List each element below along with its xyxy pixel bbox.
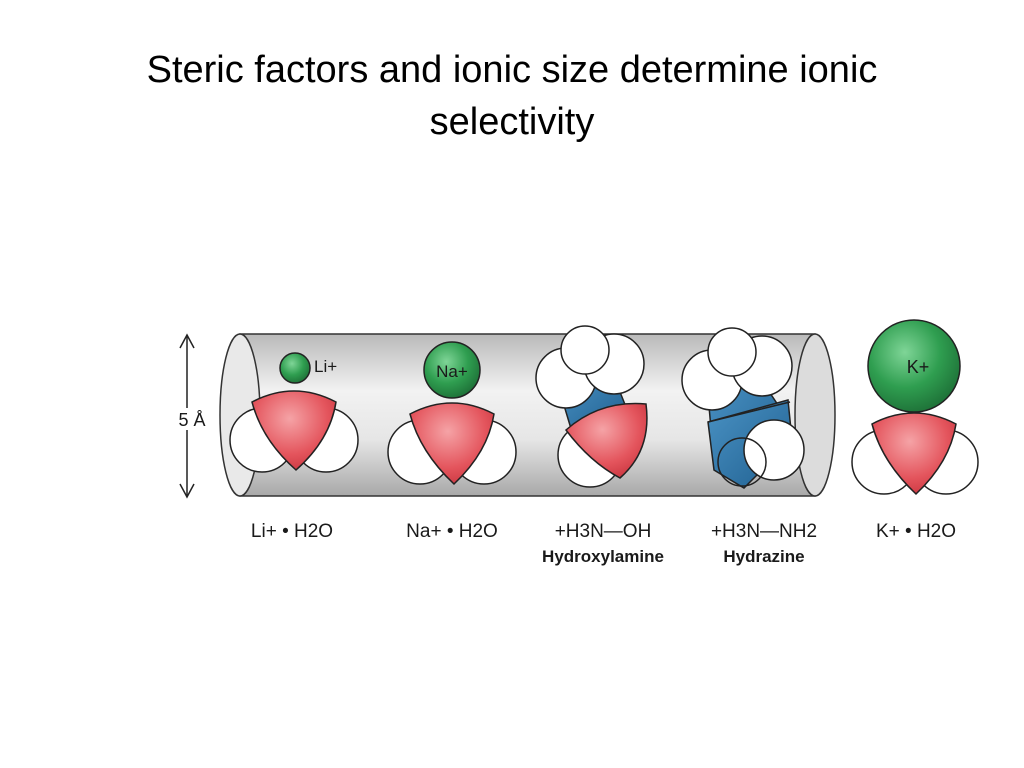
caption-k-water: K+ • H2O — [876, 521, 956, 542]
k-water-molecule — [851, 412, 979, 496]
caption-hydroxylamine-formula: +H3N—OH — [555, 521, 652, 542]
slide-title: Steric factors and ionic size determine … — [146, 49, 878, 143]
hydroxylamine-molecule — [535, 325, 648, 488]
li-ion — [279, 352, 311, 384]
na-water-molecule — [387, 402, 517, 486]
k-ion-label: K+ — [907, 357, 930, 377]
dimension-arrow — [168, 333, 208, 499]
dimension-label: 5 Å — [178, 410, 205, 430]
k-ion — [867, 319, 961, 413]
li-ion-label: Li+ — [314, 357, 337, 376]
caption-li-water: Li+ • H2O — [251, 521, 333, 542]
caption-hydrazine-formula: +H3N—NH2 — [711, 521, 817, 542]
hydrazine-molecule — [681, 327, 805, 489]
li-water-molecule — [229, 390, 359, 473]
caption-hydrazine-name: Hydrazine — [723, 547, 804, 566]
na-ion — [423, 341, 481, 399]
na-ion-label: Na+ — [436, 362, 468, 381]
caption-na-water: Na+ • H2O — [406, 521, 498, 542]
caption-hydroxylamine-name: Hydroxylamine — [542, 547, 664, 566]
